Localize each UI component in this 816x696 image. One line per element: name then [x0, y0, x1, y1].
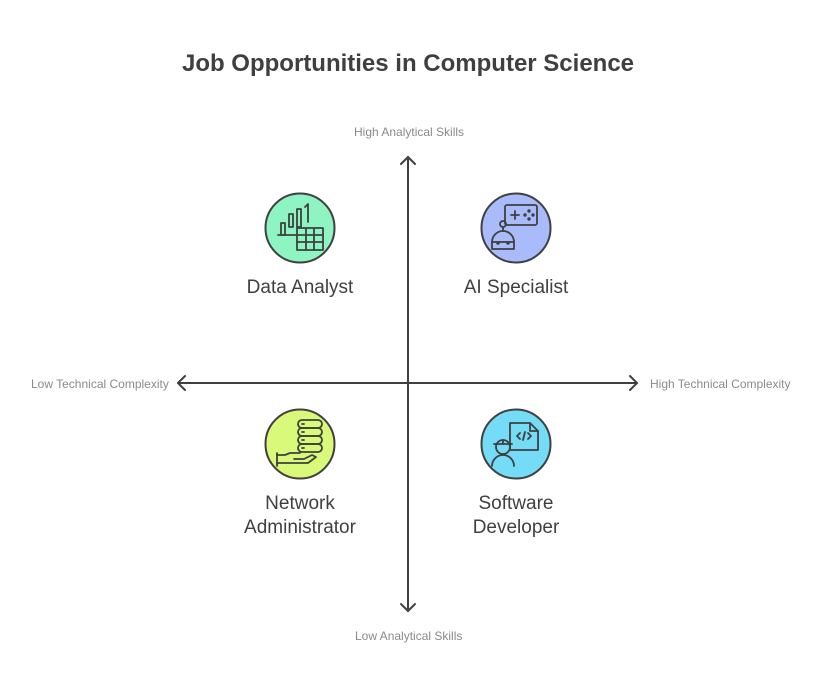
- diagram-title: Job Opportunities in Computer Science: [181, 50, 635, 77]
- axis-label-left: Low Technical Complexity: [31, 377, 169, 391]
- node-label-software-developer: Software Developer: [416, 492, 616, 540]
- arrow-up-icon: [400, 156, 416, 165]
- axis-label-bottom: Low Analytical Skills: [355, 629, 463, 643]
- bar-chart-table-icon: [264, 192, 336, 264]
- arrow-left-icon: [177, 375, 186, 391]
- robot-gamepad-icon: [480, 192, 552, 264]
- axis-label-right: High Technical Complexity: [650, 377, 791, 391]
- server-hand-icon: [264, 408, 336, 480]
- arrow-right-icon: [629, 375, 638, 391]
- node-label-line-2: Developer: [472, 517, 560, 538]
- node-label-line-1: Software: [478, 493, 554, 514]
- node-label-line-1: Network: [265, 493, 335, 514]
- node-label-ai-specialist: AI Specialist: [463, 277, 569, 298]
- developer-code-icon: [480, 408, 552, 480]
- node-label-data-analyst: Data Analyst: [246, 277, 354, 298]
- arrow-down-icon: [400, 603, 416, 612]
- node-label-line-2: Administrator: [244, 517, 356, 538]
- axis-label-top: High Analytical Skills: [354, 125, 465, 139]
- node-label-network-administrator: Network Administrator: [200, 492, 400, 540]
